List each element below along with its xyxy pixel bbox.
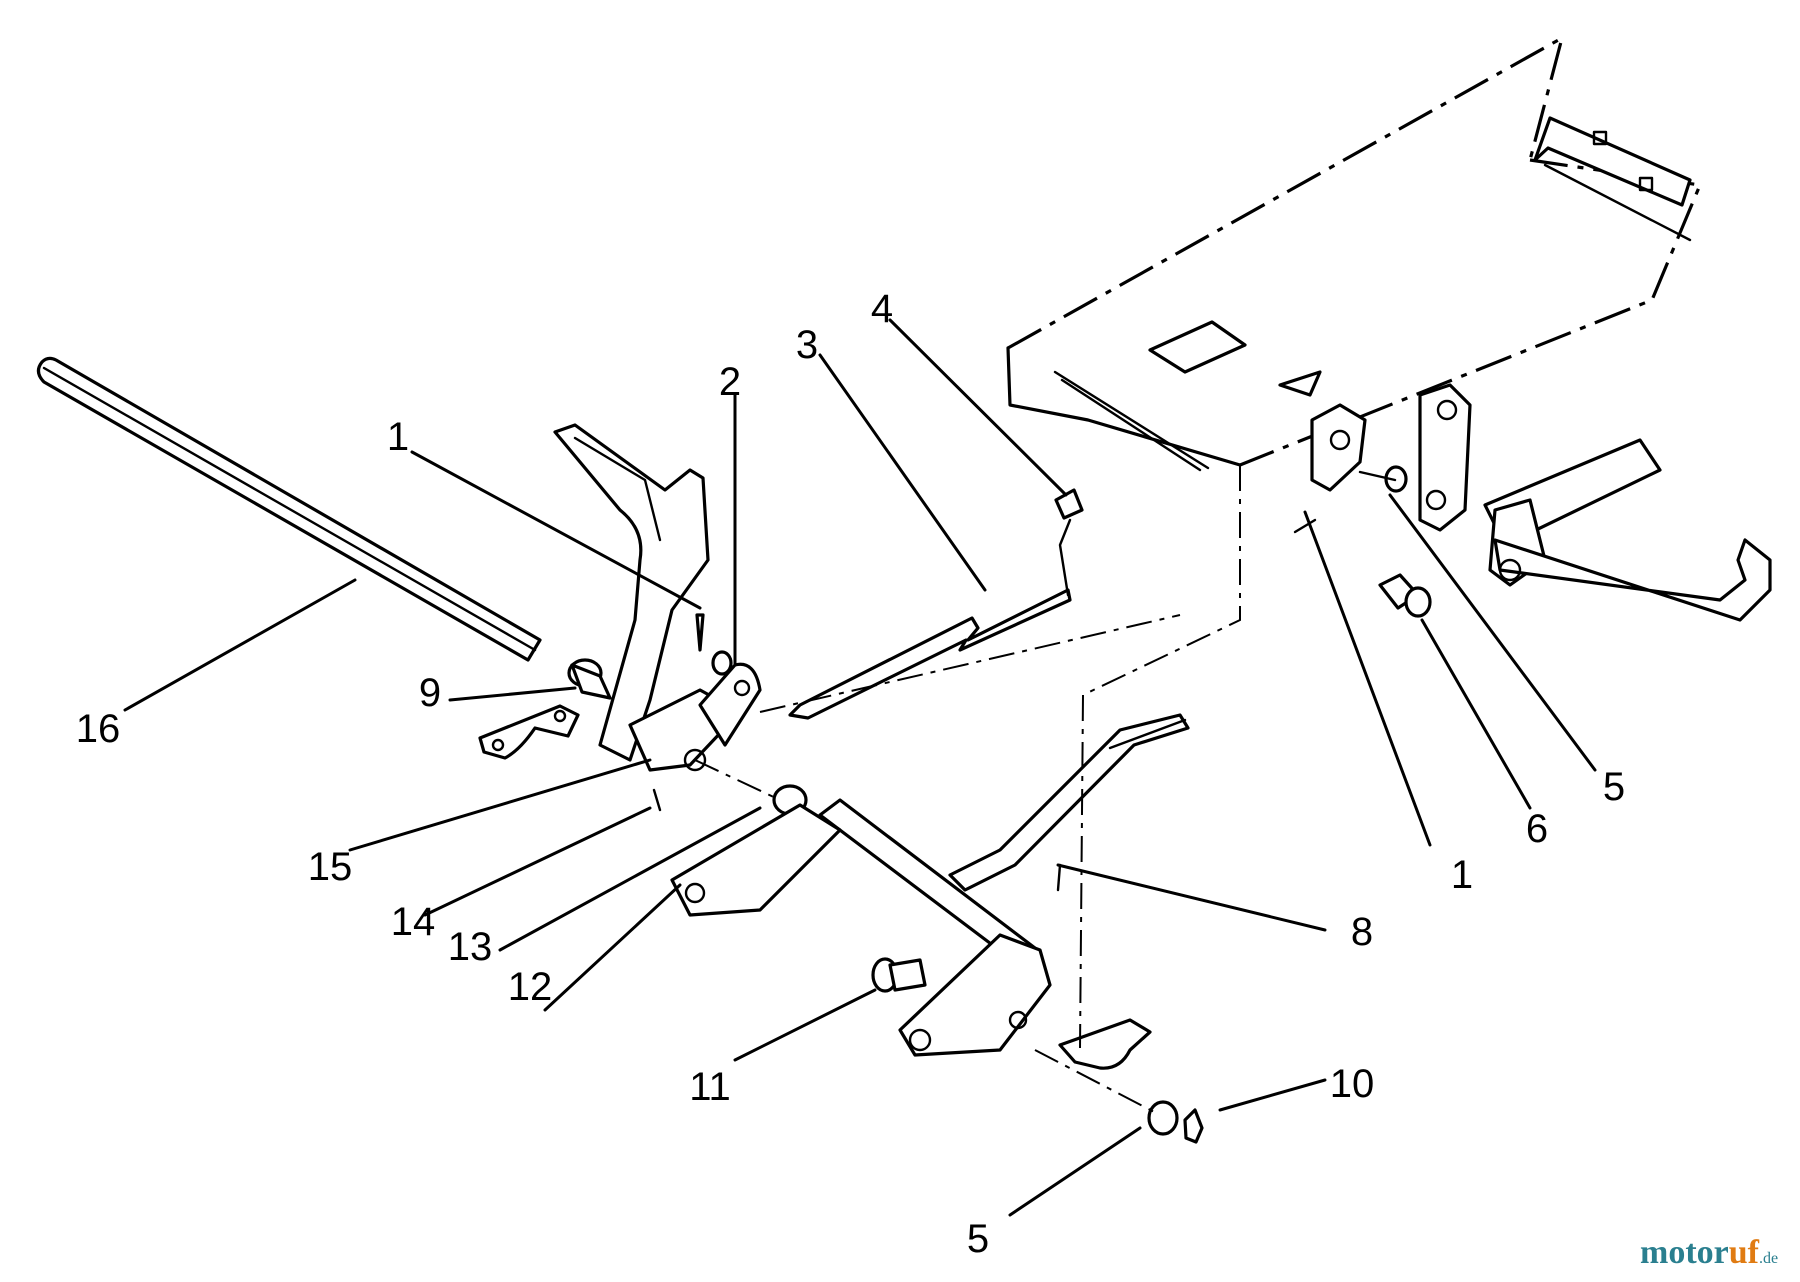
watermark-text-b: uf [1729, 1234, 1760, 1271]
callout-1-right: 1 [1451, 853, 1473, 897]
frame-housing [1006, 34, 1703, 472]
small-hardware [652, 518, 1317, 1144]
callout-3: 3 [796, 323, 818, 367]
callout-4: 4 [871, 287, 893, 331]
long-rod [36, 356, 542, 662]
callout-2: 2 [719, 360, 741, 404]
callout-15: 15 [308, 845, 353, 889]
site-watermark: motoruf.de [1640, 1234, 1778, 1271]
hitch-bracket-assembly [1310, 383, 1772, 622]
svg-text:motoruf.de: motoruf.de [1640, 1234, 1778, 1271]
callout-1-left: 1 [387, 415, 409, 459]
watermark-text-a: motor [1640, 1234, 1729, 1271]
callout-5-lower: 5 [967, 1217, 989, 1261]
cross-shaft-assembly [670, 713, 1190, 1057]
spacer-bushing [567, 658, 612, 700]
callout-10: 10 [1330, 1062, 1375, 1106]
leader-lines [123, 318, 1597, 1217]
connecting-rod [788, 488, 1084, 720]
callout-8: 8 [1351, 910, 1373, 954]
callout-5-upper: 5 [1603, 765, 1625, 809]
callout-13: 13 [448, 925, 493, 969]
callout-9: 9 [419, 671, 441, 715]
callout-12: 12 [508, 965, 553, 1009]
strap-clamp-left [478, 704, 580, 760]
callout-6: 6 [1526, 807, 1548, 851]
callout-14: 14 [391, 900, 436, 944]
callout-labels: 1 2 3 4 1 5 6 8 9 10 11 12 13 14 15 16 5 [76, 287, 1625, 1261]
watermark-suffix: .de [1759, 1250, 1778, 1267]
callout-11: 11 [689, 1065, 731, 1109]
link-plate [695, 613, 762, 747]
callout-16: 16 [76, 707, 121, 751]
